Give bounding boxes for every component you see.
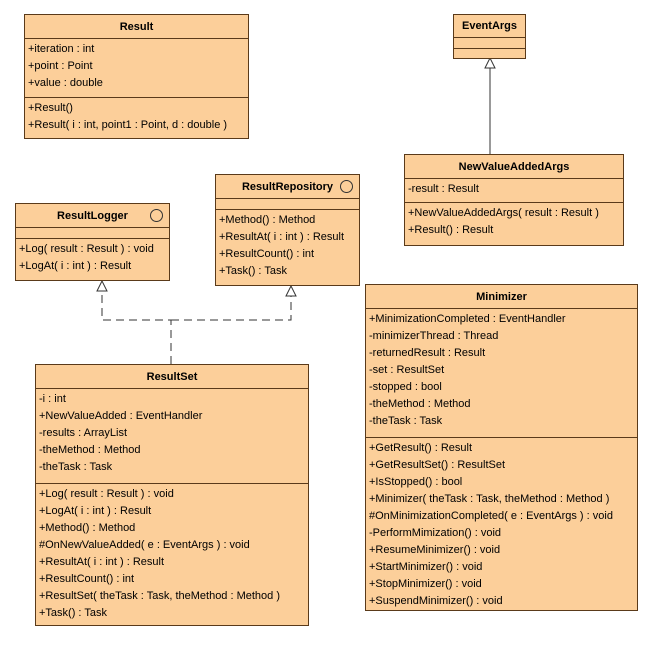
operation: +ResultAt( i : int ) : Result [219,231,345,243]
operation: +GetResult() : Result [369,442,473,454]
class-name: ResultRepository [241,180,334,193]
attribute: +iteration : int [28,43,95,55]
operation: +ResumeMinimizer() : void [369,544,501,556]
class-result-repository[interactable]: ResultRepository +Method() : Method +Res… [215,174,360,286]
class-name: ResultSet [146,370,198,383]
class-result[interactable]: Result +iteration : int +point : Point +… [24,14,249,139]
operation: +StopMinimizer() : void [369,578,482,590]
operation-section: +NewValueAddedArgs( result : Result ) +R… [405,203,623,241]
class-title: Result [25,15,248,39]
operation: +Result() : Result [408,224,494,236]
attribute: -minimizerThread : Thread [369,330,499,342]
attribute: -stopped : bool [369,381,442,393]
class-title: ResultRepository [216,175,359,199]
attribute: +value : double [28,77,103,89]
attribute: -result : Result [408,183,479,195]
realization-arrowhead-logger [96,279,108,292]
operation: +ResultAt( i : int ) : Result [39,556,165,568]
interface-icon [150,209,163,222]
attribute: +MinimizationCompleted : EventHandler [369,313,566,325]
class-name: ResultLogger [57,209,128,222]
operation: +LogAt( i : int ) : Result [39,505,152,517]
operation: #OnMinimizationCompleted( e : EventArgs … [369,510,613,522]
attribute-section: +iteration : int +point : Point +value :… [25,39,248,98]
attribute-section: -result : Result [405,179,623,203]
attribute: -set : ResultSet [369,364,445,376]
class-result-set[interactable]: ResultSet -i : int +NewValueAdded : Even… [35,364,309,626]
attribute: -theMethod : Method [369,398,471,410]
operation: +Log( result : Result ) : void [39,488,174,500]
class-title: ResultSet [36,365,308,389]
attribute-section [454,38,525,49]
attribute: -returnedResult : Result [369,347,486,359]
operation-section: +Method() : Method +ResultAt( i : int ) … [216,210,359,282]
attribute: +NewValueAdded : EventHandler [39,410,203,422]
class-new-value-added-args[interactable]: NewValueAddedArgs -result : Result +NewV… [404,154,624,246]
class-title: Minimizer [366,285,637,309]
class-title: EventArgs [454,15,525,38]
operation: +SuspendMinimizer() : void [369,595,503,607]
operation: +ResultCount() : int [39,573,135,585]
operation: +Result() [28,102,73,114]
attribute-section: +MinimizationCompleted : EventHandler -m… [366,309,637,438]
attribute: +point : Point [28,60,93,72]
operation-section: +Log( result : Result ) : void +LogAt( i… [16,239,169,277]
realization-line [101,291,292,364]
operation-section: +Result() +Result( i : int, point1 : Poi… [25,98,248,136]
operation: +ResultCount() : int [219,248,315,260]
operation: -PerformMimization() : void [369,527,502,539]
class-name: Minimizer [476,290,527,303]
attribute: -theTask : Task [39,461,113,473]
interface-icon [340,180,353,193]
attribute-section [216,199,359,210]
realization-arrowhead-repository [285,284,297,297]
class-title: ResultLogger [16,204,169,228]
operation: +Method() : Method [39,522,136,534]
operation: +ResultSet( theTask : Task, theMethod : … [39,590,281,602]
operation: +Log( result : Result ) : void [19,243,154,255]
class-name: Result [119,20,154,33]
attribute-section: -i : int +NewValueAdded : EventHandler -… [36,389,308,484]
operation-section: +GetResult() : Result +GetResultSet() : … [366,438,637,612]
operation: +StartMinimizer() : void [369,561,483,573]
operation: +LogAt( i : int ) : Result [19,260,132,272]
class-name: EventArgs [461,20,518,32]
class-result-logger[interactable]: ResultLogger +Log( result : Result ) : v… [15,203,170,281]
operation-section: +Log( result : Result ) : void +LogAt( i… [36,484,308,624]
class-event-args[interactable]: EventArgs [453,14,526,59]
attribute-section [16,228,169,239]
operation: +IsStopped() : bool [369,476,463,488]
operation: +Minimizer( theTask : Task, theMethod : … [369,493,610,505]
operation: +NewValueAddedArgs( result : Result ) [408,207,599,219]
attribute: -theMethod : Method [39,444,141,456]
attribute: -results : ArrayList [39,427,128,439]
class-title: NewValueAddedArgs [405,155,623,179]
operation: +Task() : Task [219,265,287,277]
operation: #OnNewValueAdded( e : EventArgs ) : void [39,539,250,551]
class-name: NewValueAddedArgs [458,160,570,173]
class-minimizer[interactable]: Minimizer +MinimizationCompleted : Event… [365,284,638,611]
operation: +GetResultSet() : ResultSet [369,459,506,471]
operation: +Result( i : int, point1 : Point, d : do… [28,119,228,131]
operation: +Method() : Method [219,214,316,226]
attribute: -theTask : Task [369,415,443,427]
attribute: -i : int [39,393,66,405]
generalization-arrowhead [484,56,496,69]
operation: +Task() : Task [39,607,107,619]
